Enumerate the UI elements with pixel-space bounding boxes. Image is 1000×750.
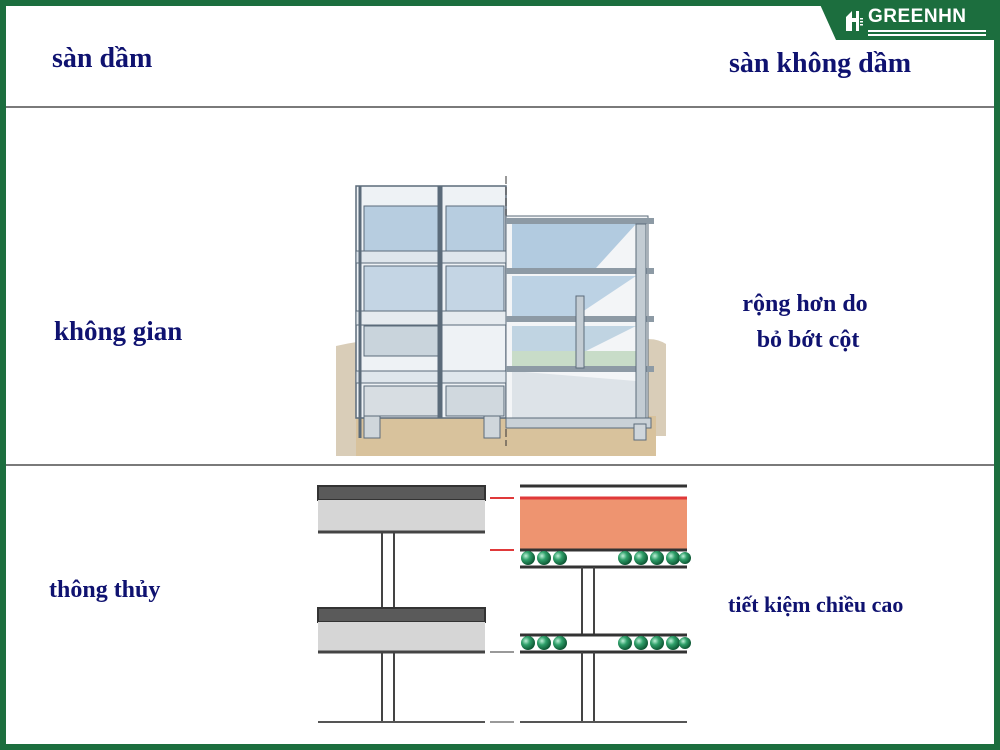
header-right-title: sàn không dầm bbox=[729, 48, 912, 79]
brand-name: GREENHN bbox=[868, 6, 967, 27]
greenhn-logo-icon bbox=[846, 11, 863, 31]
advantage-space-line2: bỏ bớt cột bbox=[756, 327, 860, 353]
row-divider bbox=[6, 464, 994, 466]
beam-slab-column bbox=[317, 485, 486, 723]
flat-slab-column bbox=[520, 484, 691, 723]
advantage-clear-height: tiết kiệm chiều cao bbox=[728, 592, 904, 617]
greenhn-logo: GREENHN bbox=[818, 0, 1000, 40]
header-left-title: sàn dầm bbox=[52, 43, 153, 74]
floor-height-diagram bbox=[317, 484, 691, 723]
advantage-space-line1: rộng hơn do bbox=[742, 291, 868, 317]
criterion-clear-height: thông thủy bbox=[49, 577, 161, 603]
criterion-space: không gian bbox=[54, 316, 183, 346]
header-divider bbox=[6, 106, 994, 108]
building-section-illustration bbox=[336, 176, 666, 456]
logo-underline bbox=[868, 34, 986, 36]
logo-underline bbox=[868, 30, 986, 32]
